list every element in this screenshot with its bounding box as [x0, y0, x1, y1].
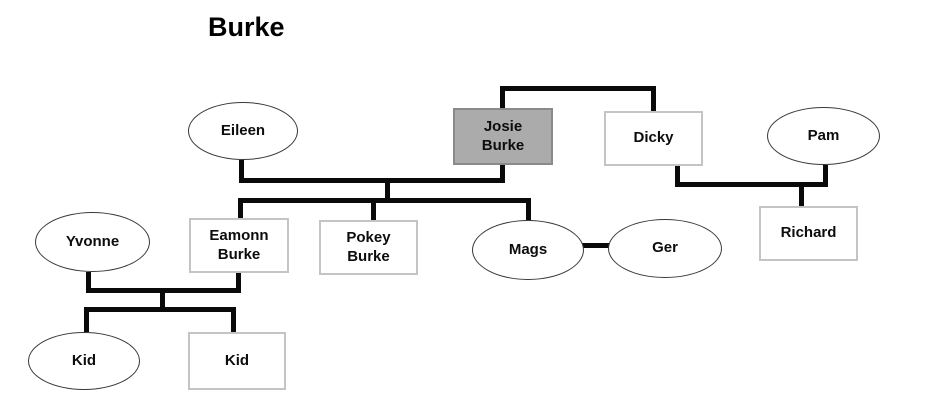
person-node-pam: Pam [767, 107, 880, 165]
person-node-pokey-burke: Pokey Burke [319, 220, 418, 275]
connector-children1-bar [238, 198, 531, 203]
person-node-kid-ellipse: Kid [28, 332, 140, 390]
connector-mags-drop [526, 198, 531, 222]
person-node-yvonne: Yvonne [35, 212, 150, 272]
connector-kid-ellipse-drop [84, 307, 89, 332]
connector-richard-drop [799, 182, 804, 206]
person-node-ger: Ger [608, 219, 722, 278]
connector-dicky-pam-couple [675, 182, 828, 187]
connector-josie-drop [500, 165, 505, 183]
person-node-richard: Richard [759, 206, 858, 261]
person-node-eileen: Eileen [188, 102, 298, 160]
connector-dicky-drop [675, 166, 680, 187]
person-node-eamonn-burke: Eamonn Burke [189, 218, 289, 273]
connector-pokey-drop [371, 198, 376, 222]
connector-children2-bar [84, 307, 236, 312]
connector-pam-drop [823, 165, 828, 187]
connector-yvonne-drop [86, 272, 91, 293]
connector-josie-dicky-right [651, 86, 656, 111]
connector-eileen-josie-couple [239, 178, 505, 183]
diagram-title: Burke [208, 12, 285, 42]
connector-kid-rect-drop [231, 307, 236, 332]
connector-children2-stem [160, 288, 165, 312]
connector-children1-stem [385, 178, 390, 203]
person-node-mags: Mags [472, 220, 584, 280]
person-node-kid-rect: Kid [188, 332, 286, 390]
person-node-dicky: Dicky [604, 111, 703, 166]
connector-josie-dicky-left [500, 86, 505, 108]
connector-mags-ger-link [582, 243, 610, 248]
person-node-josie-burke: Josie Burke [453, 108, 553, 165]
connector-eileen-drop [239, 160, 244, 183]
connector-josie-dicky-top [500, 86, 656, 91]
connector-eamonn-drop [238, 198, 243, 220]
connector-eamonn-bottom-drop [236, 273, 241, 293]
